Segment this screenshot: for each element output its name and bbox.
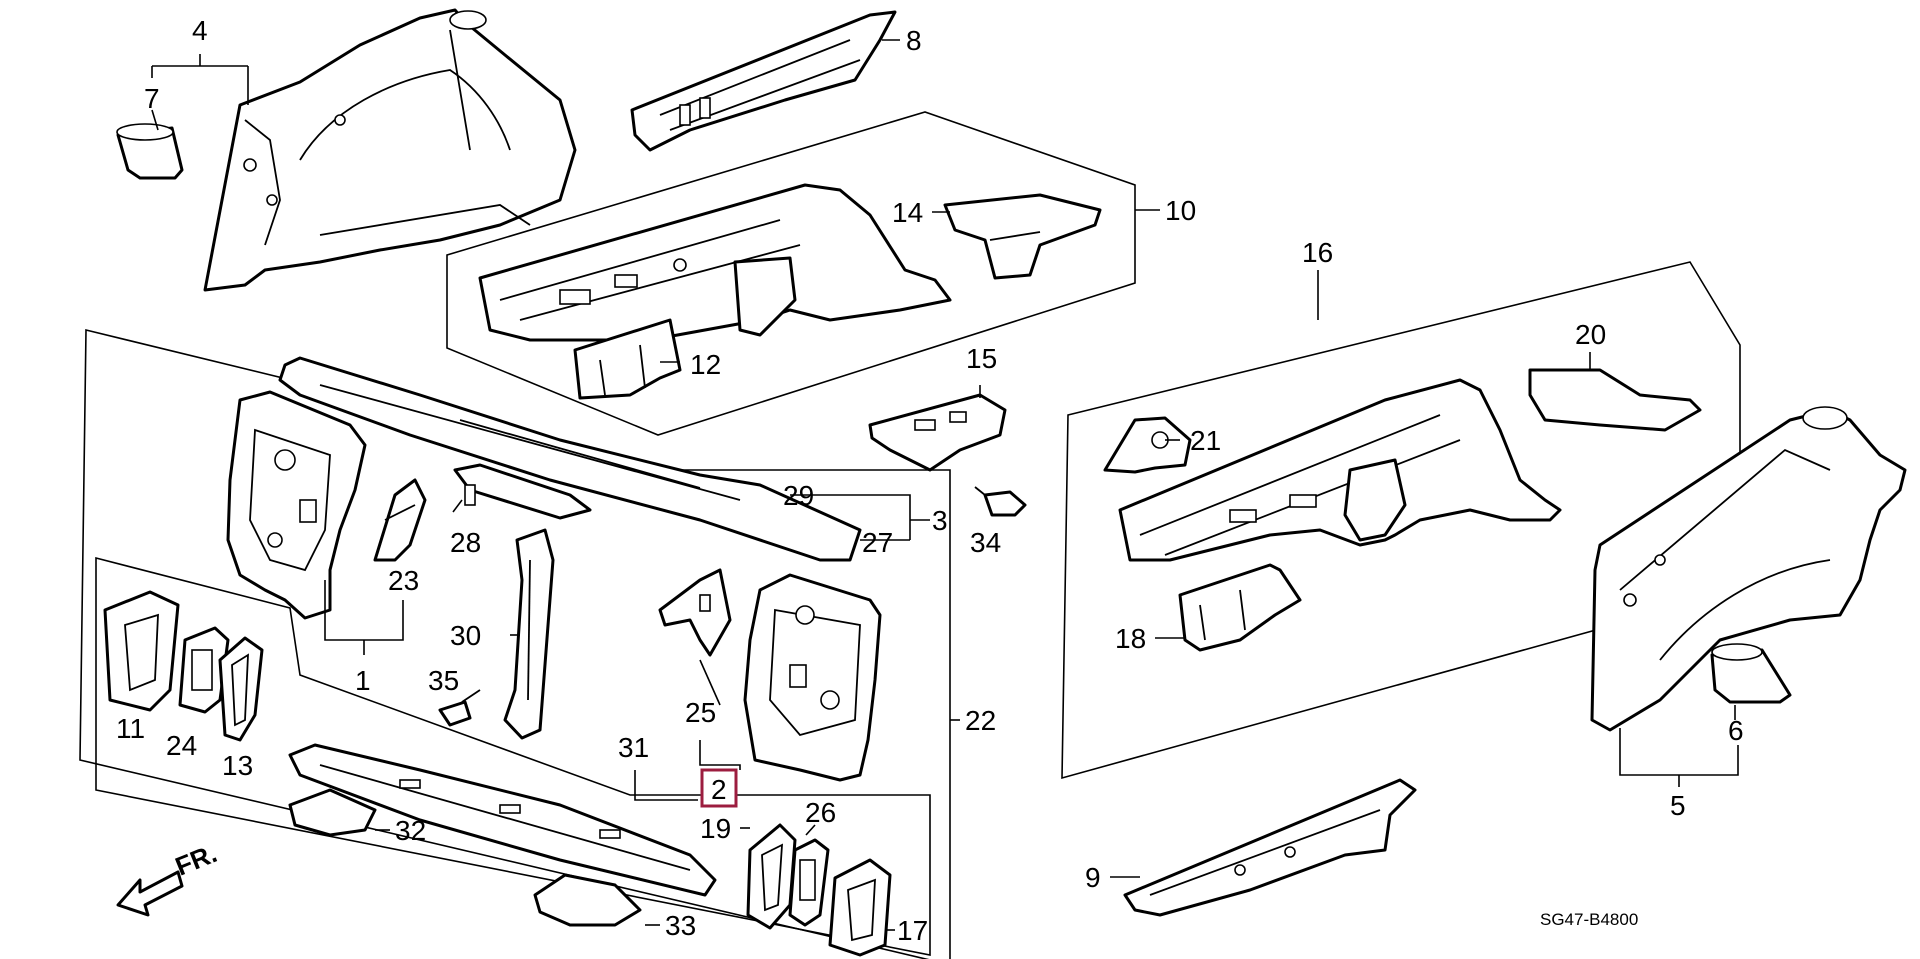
frame-group-31 — [95, 556, 931, 956]
part-35-bolt — [438, 689, 481, 727]
part-20-bracket — [1528, 368, 1702, 432]
callouts: 4 7 8 10 14 12 15 16 20 21 18 6 5 9 29 3… — [116, 15, 1744, 946]
callout-9: 9 — [1085, 862, 1101, 893]
part-1-bulkhead-side — [226, 390, 367, 620]
callout-24: 24 — [166, 730, 197, 761]
part-34-bolt — [974, 486, 1027, 517]
part-21-bracket — [1103, 416, 1192, 474]
part-24-plate — [178, 626, 230, 714]
callout-10: 10 — [1165, 195, 1196, 226]
leader-lines — [151, 39, 1739, 931]
part-17-plate — [828, 858, 892, 957]
callout-30: 30 — [450, 620, 481, 651]
callout-12: 12 — [690, 349, 721, 380]
part-26-plate — [788, 838, 830, 927]
callout-4: 4 — [192, 15, 208, 46]
callout-18: 18 — [1115, 623, 1146, 654]
callout-26: 26 — [805, 797, 836, 828]
callout-2-highlight[interactable]: 2 — [700, 768, 738, 808]
callout-20: 20 — [1575, 319, 1606, 350]
part-31-lower-crossmember — [288, 743, 717, 897]
part-18-bracket — [1178, 563, 1302, 652]
callout-19: 19 — [700, 813, 731, 844]
callout-22: 22 — [965, 705, 996, 736]
callout-1: 1 — [355, 665, 371, 696]
part-7-plug — [116, 123, 184, 180]
callout-17: 17 — [897, 915, 928, 946]
part-10-front-frame — [478, 183, 952, 342]
part-14-bracket — [943, 193, 1102, 280]
part-30-stay — [503, 528, 555, 740]
callout-25: 25 — [685, 697, 716, 728]
part-2-bulkhead-side — [743, 573, 882, 782]
part-8-upper-frame — [630, 10, 897, 152]
part-11-plate — [103, 590, 180, 712]
callout-8: 8 — [906, 25, 922, 56]
part-13-plate — [218, 636, 264, 742]
callout-15: 15 — [966, 343, 997, 374]
part-19-plate — [746, 823, 797, 930]
frame-group-10 — [446, 111, 1136, 436]
callout-3: 3 — [932, 505, 948, 536]
callout-2: 2 — [711, 774, 727, 805]
part-32-bracket — [288, 788, 377, 837]
part-23-bracket — [373, 478, 427, 562]
callout-6: 6 — [1728, 715, 1744, 746]
callout-33: 33 — [665, 910, 696, 941]
callout-14: 14 — [892, 197, 923, 228]
callout-28: 28 — [450, 527, 481, 558]
front-direction-arrow: FR. — [116, 838, 221, 917]
callout-31: 31 — [618, 732, 649, 763]
callout-34: 34 — [970, 527, 1001, 558]
callout-27: 27 — [862, 527, 893, 558]
callout-5: 5 — [1670, 790, 1686, 821]
callout-23: 23 — [388, 565, 419, 596]
part-4-wheelhouse — [203, 8, 577, 292]
diagram-code: SG47-B4800 — [1540, 910, 1638, 929]
part-16-front-frame — [1118, 378, 1562, 562]
callout-13: 13 — [222, 750, 253, 781]
part-12-bracket — [573, 318, 682, 400]
callout-16: 16 — [1302, 237, 1333, 268]
callout-21: 21 — [1190, 425, 1221, 456]
part-6-plug — [1710, 643, 1792, 704]
part-9-lower-frame — [1123, 778, 1417, 917]
part-25-bracket — [658, 568, 732, 657]
callout-7: 7 — [144, 83, 160, 114]
callout-35: 35 — [428, 665, 459, 696]
callout-32: 32 — [395, 815, 426, 846]
callout-11: 11 — [116, 713, 145, 744]
part-15-bracket — [868, 393, 1007, 472]
part-5-wheelhouse — [1590, 406, 1907, 732]
part-3-upper-crossmember — [278, 356, 862, 562]
part-33-bracket — [533, 873, 642, 927]
callout-29: 29 — [783, 480, 814, 511]
